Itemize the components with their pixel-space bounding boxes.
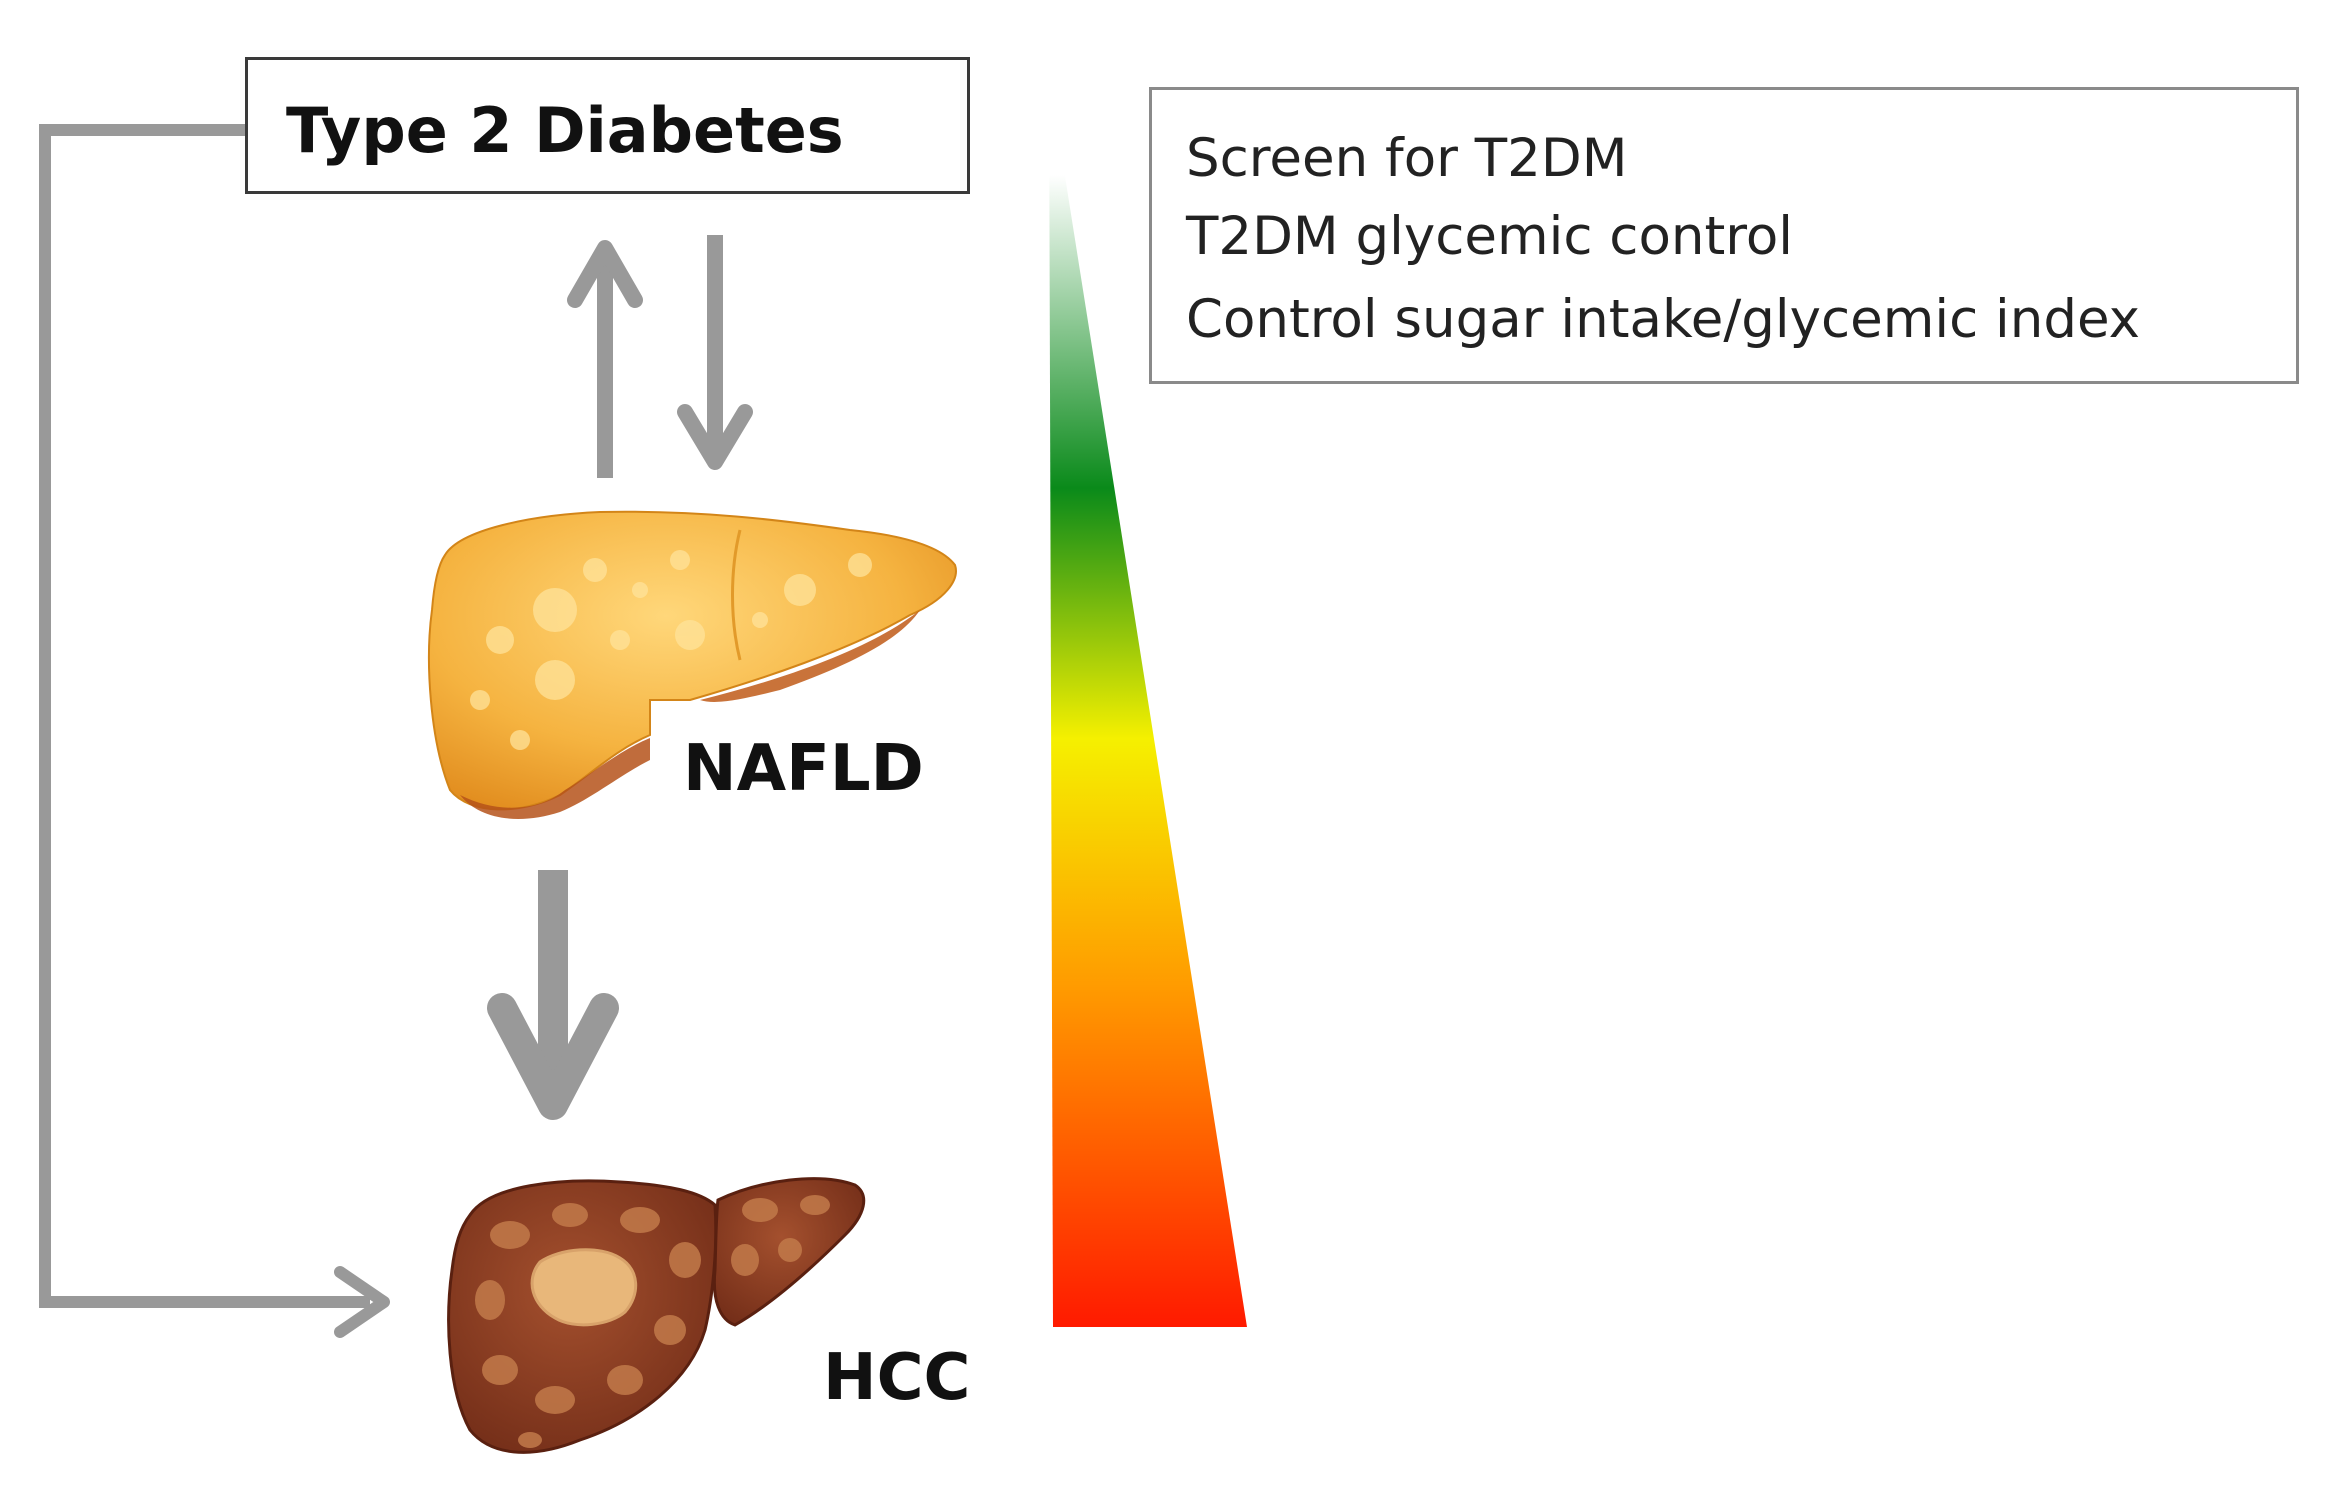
- up-arrow: [567, 240, 643, 478]
- recommendation-line: Screen for T2DM: [1186, 128, 1628, 189]
- type2-diabetes-box: Type 2 Diabetes: [245, 57, 970, 194]
- nafld-label: NAFLD: [683, 732, 924, 806]
- recommendations-box: Screen for T2DM T2DM glycemic control Co…: [1149, 87, 2299, 384]
- fatty-liver-image: [428, 510, 957, 819]
- hcc-label: HCC: [823, 1341, 971, 1415]
- progression-arrow: [487, 870, 619, 1120]
- type2-diabetes-label: Type 2 Diabetes: [286, 94, 844, 167]
- feedback-connector: [39, 124, 390, 1338]
- hcc-liver-image: [447, 1177, 866, 1454]
- down-arrow: [677, 235, 753, 470]
- recommendation-line: T2DM glycemic control: [1186, 206, 1794, 267]
- recommendation-line: Control sugar intake/glycemic index: [1186, 289, 2141, 350]
- risk-gradient-triangle: [1049, 75, 1247, 1327]
